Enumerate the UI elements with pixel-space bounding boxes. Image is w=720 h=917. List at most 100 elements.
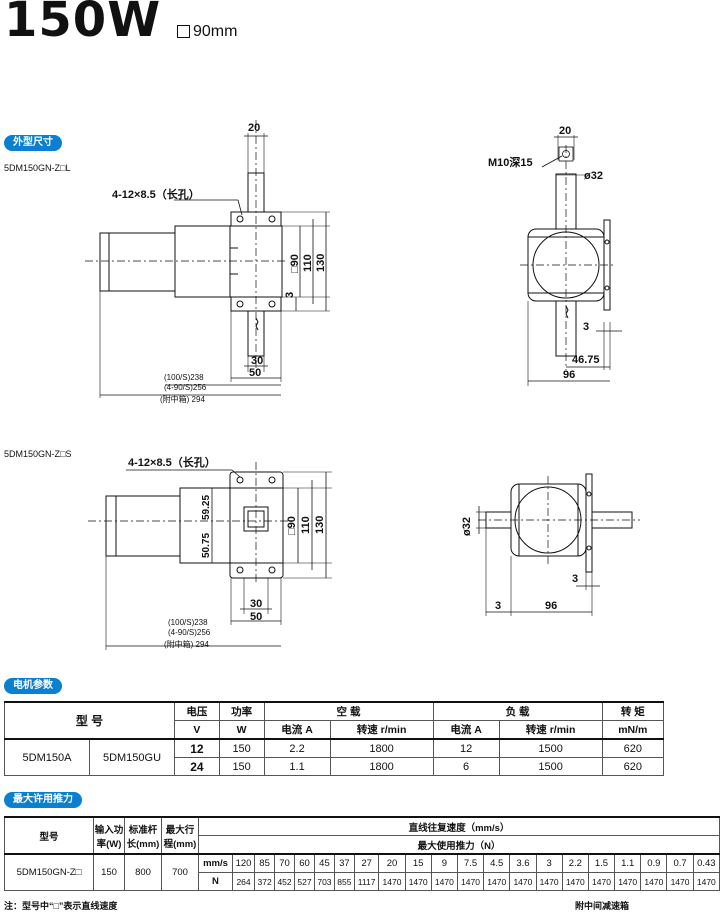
tt-stroke-std: 800 — [124, 853, 162, 891]
d2-dim-20: 20 — [559, 125, 571, 137]
mt-h-power: 功率 — [218, 701, 265, 721]
tt-speed-cell: 60 — [294, 853, 315, 873]
mt-cell: 1800 — [329, 757, 434, 776]
tt-speed-cell: 85 — [254, 853, 276, 873]
d1-dim-110: 110 — [302, 254, 314, 272]
d4-dim-96: 96 — [545, 600, 557, 612]
tt-force-cell: 1470 — [640, 872, 668, 891]
drawing-end-view-l — [520, 135, 622, 386]
tt-unit-force: N — [198, 872, 233, 891]
d4-dia: ø32 — [461, 517, 473, 536]
tt-h-model: 型号 — [4, 816, 94, 855]
d1-len-1: (100/S)238 — [164, 373, 204, 382]
tt-force-cell: 452 — [274, 872, 296, 891]
drawing-side-view-s — [88, 462, 332, 650]
tt-force-cell: 264 — [231, 872, 256, 891]
d2-dim-4675: 46.75 — [572, 354, 600, 366]
tt-speed-cell: 0.9 — [640, 853, 668, 873]
drawing-side-view-l — [85, 120, 330, 398]
mt-cell: 2.2 — [263, 738, 331, 758]
d3-dim-90: □90 — [286, 516, 298, 535]
model-label-2: 5DM150GN-Z□S — [4, 449, 72, 459]
mt-cell: 12 — [432, 738, 500, 758]
motor-params-table: 型 号 电压 功率 空 载 负 载 转 矩 V W 电流 A 转速 r/min … — [4, 701, 665, 776]
tt-speed-cell: 3.6 — [509, 853, 537, 873]
d4-dim-3a: 3 — [495, 600, 501, 612]
d1-dim-20: 20 — [248, 122, 260, 134]
mt-h-noload: 空 载 — [263, 701, 434, 721]
d3-slot-label: 4-12×8.5（长孔） — [128, 455, 216, 469]
square-symbol-icon — [177, 25, 190, 38]
footnote: 注：型号中“□”表示直线速度 — [4, 901, 118, 911]
mt-h-nl-speed: 转速 r/min — [329, 720, 434, 740]
mt-cell: 6 — [432, 757, 500, 776]
d2-dim-3: 3 — [583, 321, 589, 333]
d3-len-2: (4-90/S)256 — [168, 628, 211, 637]
tt-h-speed: 直线往复速度（mm/s） — [198, 816, 720, 836]
mt-cell: 24 — [174, 757, 220, 776]
tt-speed-cell: 2.2 — [561, 853, 589, 873]
page-subtitle: 90mm — [193, 23, 238, 40]
d1-slot-label: 4-12×8.5（长孔） — [112, 187, 200, 201]
page-title: 150W — [4, 0, 162, 48]
mt-h-power-unit: W — [218, 720, 265, 740]
d2-dia: ø32 — [584, 170, 603, 182]
tt-h-stroke-std: 标准杆长(mm) — [124, 816, 162, 855]
section-motor-params: 电机参数 — [4, 678, 62, 694]
tt-force-cell: 372 — [254, 872, 276, 891]
thrust-table: 型号 输入功率(W) 标准杆长(mm) 最大行程(mm) 直线往复速度（mm/s… — [4, 816, 720, 891]
mt-h-nl-current: 电流 A — [263, 720, 331, 740]
mt-h-l-current: 电流 A — [432, 720, 500, 740]
tt-force-cell: 1470 — [666, 872, 694, 891]
tt-speed-cell: 1.5 — [587, 853, 616, 873]
mt-cell: 150 — [218, 757, 265, 776]
mt-h-load: 负 载 — [432, 701, 603, 721]
drawing-end-view-s — [476, 473, 640, 616]
tt-force-cell: 1117 — [353, 872, 380, 891]
tt-force-cell: 1470 — [535, 872, 563, 891]
mt-cell: 12 — [174, 738, 220, 758]
mt-h-l-speed: 转速 r/min — [498, 720, 603, 740]
mt-h-voltage-unit: V — [174, 720, 220, 740]
tt-speed-cell: 37 — [333, 853, 355, 873]
d1-dim-50: 50 — [249, 367, 261, 379]
tt-force-cell: 1470 — [561, 872, 589, 891]
d2-thread: M10深15 — [488, 155, 533, 169]
mt-model-a: 5DM150A — [4, 738, 90, 776]
tt-h-stroke-max: 最大行程(mm) — [161, 816, 199, 855]
tt-force-cell: 1470 — [587, 872, 616, 891]
tt-speed-cell: 9 — [430, 853, 458, 873]
d1-len-2: (4-90/S)256 — [164, 383, 207, 392]
mt-h-voltage: 电压 — [174, 701, 220, 721]
mt-model-b: 5DM150GU — [89, 738, 175, 776]
d3-dim-30: 30 — [250, 598, 262, 610]
mt-h-torque: 转 矩 — [601, 701, 665, 721]
mt-h-model: 型 号 — [4, 701, 175, 740]
tt-speed-cell: 15 — [404, 853, 432, 873]
tt-force-cell: 1470 — [614, 872, 642, 891]
tt-force-cell: 1470 — [404, 872, 432, 891]
section-thrust: 最大许用推力 — [4, 792, 82, 808]
tt-speed-cell: 0.43 — [692, 853, 720, 873]
d3-dim-130: 130 — [314, 516, 326, 534]
d3-dim-110: 110 — [300, 516, 312, 534]
mt-cell: 620 — [601, 757, 665, 776]
mt-cell: 1500 — [498, 757, 603, 776]
tt-speed-cell: 70 — [274, 853, 296, 873]
tt-force-cell: 1470 — [430, 872, 458, 891]
tt-force-cell: 1470 — [483, 872, 511, 891]
mt-cell: 150 — [218, 738, 265, 758]
tt-speed-cell: 4.5 — [483, 853, 511, 873]
tt-force-cell: 703 — [313, 872, 335, 891]
d1-dim-130: 130 — [315, 254, 327, 272]
tt-speed-cell: 7.5 — [456, 853, 485, 873]
d1-dim-90: □90 — [289, 254, 301, 273]
d1-len-3: (附中箱) 294 — [160, 394, 205, 404]
mt-h-torque-unit: mN/m — [601, 720, 665, 740]
d2-dim-96: 96 — [563, 369, 575, 381]
tt-force-cell: 1470 — [456, 872, 485, 891]
mt-cell: 1800 — [329, 738, 434, 758]
tt-speed-cell: 20 — [378, 853, 406, 873]
tt-force-cell: 1470 — [378, 872, 406, 891]
